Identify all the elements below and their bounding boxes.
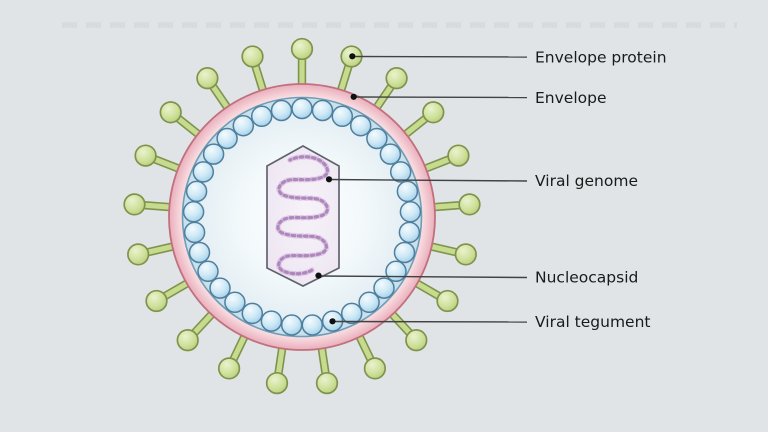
spike-knob: [123, 193, 146, 216]
label-envelope: Envelope: [535, 89, 607, 107]
spike-knob: [196, 67, 219, 90]
nucleocapsid: [266, 145, 340, 287]
label-envelope-protein: Envelope protein: [535, 49, 667, 67]
leader-dot-envelope-protein: [349, 53, 356, 60]
tegument-bead: [379, 143, 402, 165]
tegument-bead: [311, 99, 334, 122]
tegument-bead: [399, 201, 422, 223]
callout-viral-genome: Viral genome: [325, 172, 638, 190]
tegument-bead: [250, 105, 273, 128]
tegument-bead: [202, 143, 225, 165]
leader-line-envelope-protein: [352, 55, 528, 58]
tegument-bead: [358, 291, 380, 314]
tegument-bead: [197, 260, 219, 283]
tegument-bead: [192, 161, 215, 183]
spike-knob: [405, 329, 428, 352]
tegument-bead: [241, 302, 264, 325]
spike-knob: [127, 243, 150, 266]
tegument-bead: [340, 302, 363, 325]
tegument-bead: [398, 221, 421, 244]
tegument-bead: [385, 260, 407, 283]
tegument-bead: [349, 114, 372, 137]
tegument-bead: [182, 201, 205, 223]
tegument-bead: [232, 114, 255, 137]
spike-knob: [241, 45, 264, 68]
tegument-bead: [185, 180, 208, 203]
spike-knob: [422, 101, 445, 124]
viral-genome-coil: [276, 155, 329, 276]
tegument-bead: [209, 277, 231, 299]
label-viral-genome: Viral genome: [535, 172, 638, 190]
label-viral-tegument: Viral tegument: [535, 313, 651, 331]
leader-dot-viral-genome: [325, 176, 333, 183]
leader-dot-envelope: [350, 93, 357, 100]
tegument-bead: [366, 127, 388, 150]
tegument-bead: [373, 277, 395, 299]
spike-knob: [217, 357, 241, 380]
spike-knob: [145, 289, 168, 313]
spike-knob: [436, 289, 459, 313]
leader-dot-nucleocapsid: [315, 272, 322, 279]
spike-knob: [265, 371, 289, 395]
callouts: Envelope protein Envelope Viral genome N…: [315, 49, 667, 331]
tegument-bead: [280, 314, 303, 336]
tegument-bead: [396, 180, 419, 203]
spike-knob: [134, 144, 157, 167]
spike-knob: [290, 37, 314, 61]
tegument-bead: [224, 291, 246, 314]
spike-knob: [363, 357, 387, 380]
tegument-bead: [260, 310, 283, 332]
tegument-bead: [188, 241, 211, 264]
spike-knob: [176, 329, 199, 352]
leader-dot-viral-tegument: [329, 318, 336, 325]
tegument-bead: [183, 221, 206, 244]
spike-knob: [447, 144, 470, 167]
spike: [351, 325, 387, 380]
tegument-bead: [301, 314, 324, 336]
leader-line-envelope: [353, 96, 528, 99]
tegument-bead: [393, 241, 416, 264]
tegument-bead: [389, 161, 412, 183]
spike-knob: [454, 243, 477, 266]
callout-nucleocapsid: Nucleocapsid: [315, 269, 638, 287]
tegument-beads: [182, 97, 422, 336]
label-nucleocapsid: Nucleocapsid: [535, 269, 638, 287]
leader-line-viral-tegument: [332, 320, 528, 323]
callout-envelope: Envelope: [350, 89, 607, 107]
leader-line-nucleocapsid: [318, 275, 528, 279]
spike-knob: [315, 371, 339, 395]
tegument-bead: [291, 97, 313, 120]
spike-knob: [458, 193, 481, 216]
tegument-bead: [270, 99, 293, 122]
spike-knob: [385, 67, 408, 90]
tegument-bead: [331, 105, 354, 128]
virion: [123, 37, 481, 395]
leader-line-viral-genome: [328, 178, 528, 182]
callout-envelope-protein: Envelope protein: [349, 49, 667, 67]
spike-knob: [159, 101, 182, 124]
tegument-bead: [216, 127, 238, 150]
callout-viral-tegument: Viral tegument: [329, 313, 651, 331]
